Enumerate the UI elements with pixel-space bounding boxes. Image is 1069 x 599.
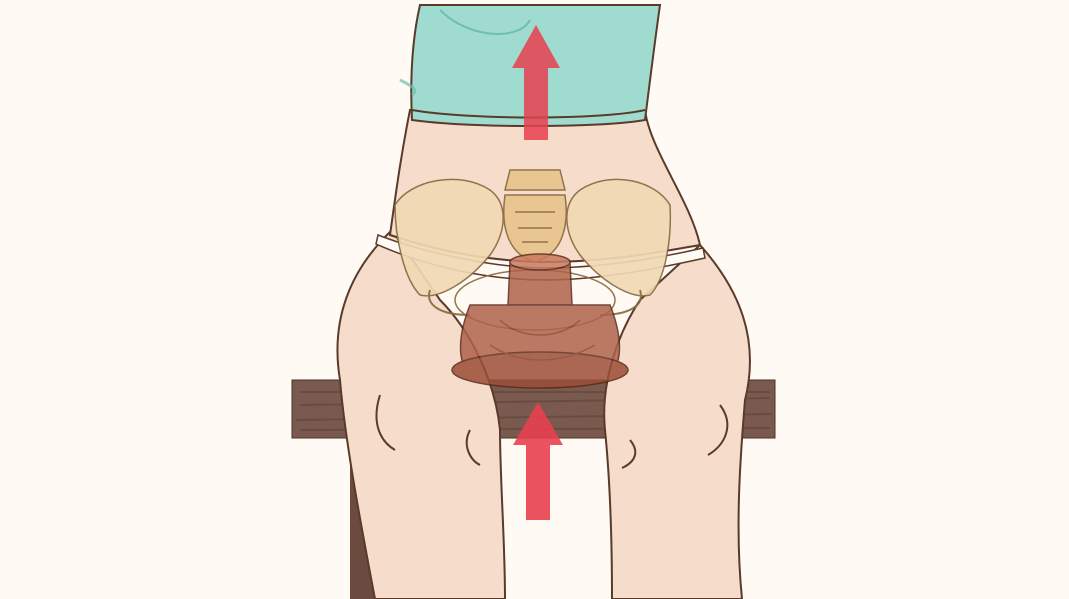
illustration-frame (0, 0, 1069, 599)
pelvic-floor-illustration (0, 0, 1069, 599)
